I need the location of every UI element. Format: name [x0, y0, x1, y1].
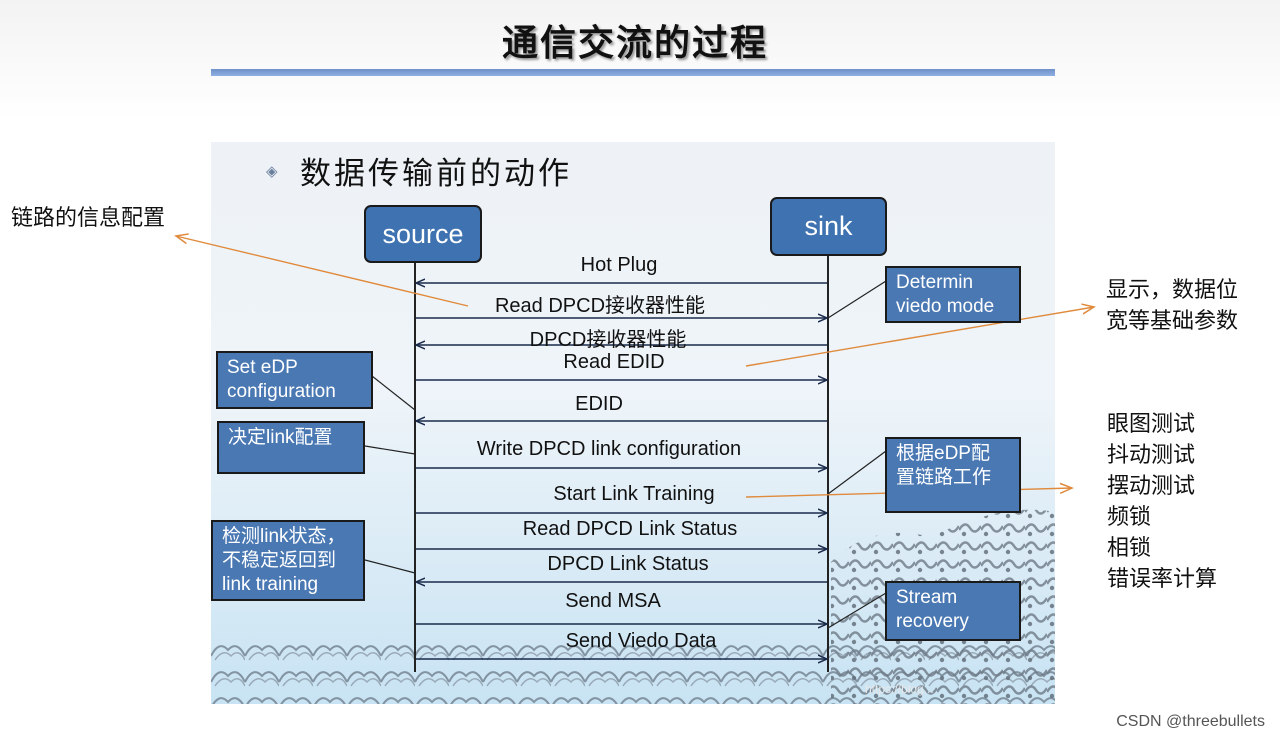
message-label: Send Viedo Data: [565, 630, 717, 652]
message-label: Send MSA: [565, 590, 661, 612]
message-label: Hot Plug: [580, 254, 658, 276]
note-connector: [827, 592, 887, 629]
note-decide-link-config: 决定link配置: [217, 421, 365, 474]
callout-test-list: 眼图测试 抖动测试 摆动测试 频锁 相锁 错误率计算: [1107, 409, 1217, 595]
diamond-bullet-icon: ◈: [266, 162, 278, 180]
message-label: Read DPCD Link Status: [522, 518, 738, 540]
callout-arrow: [745, 307, 1094, 367]
note-stream-recovery: Stream recovery: [885, 581, 1021, 641]
header-background: [0, 0, 1280, 120]
message-label: Read EDID: [563, 351, 665, 373]
message-label: DPCD接收器性能: [529, 329, 687, 351]
title-divider: [211, 69, 1055, 76]
participant-sink: sink: [770, 197, 887, 256]
note-connector: [827, 280, 887, 319]
note-line: Stream: [896, 587, 958, 608]
callout-line: 错误率计算: [1107, 567, 1218, 592]
note-line: 置链路工作: [896, 467, 992, 488]
note-line: 决定link配置: [228, 427, 333, 448]
message-label: DPCD Link Status: [547, 553, 709, 575]
callout-line: 显示，数据位: [1106, 278, 1239, 303]
image-watermark-url: https://blog...: [865, 682, 934, 696]
note-connector: [364, 559, 416, 574]
participant-label: source: [382, 218, 464, 249]
note-set-edp-configuration: Set eDP configuration: [216, 351, 373, 409]
callout-line: 相锁: [1107, 536, 1152, 561]
note-connector: [371, 375, 416, 411]
note-line: 不稳定返回到: [222, 550, 337, 571]
page-watermark: CSDN @threebullets: [1116, 713, 1265, 730]
callout-arrow: [176, 236, 469, 307]
slide-heading: 数据传输前的动作: [300, 156, 572, 192]
callout-display-params: 显示，数据位 宽等基础参数: [1106, 275, 1238, 337]
note-line: viedo mode: [896, 296, 995, 317]
note-link-by-edp-config: 根据eDP配 置链路工作: [885, 437, 1021, 513]
note-determin-viedo-mode: Determin viedo mode: [885, 266, 1021, 323]
message-label: Start Link Training: [553, 483, 715, 505]
note-line: 根据eDP配: [896, 443, 990, 464]
message-label: Write DPCD link configuration: [476, 438, 742, 460]
callout-line: 抖动测试: [1107, 443, 1196, 468]
note-line: 检测link状态，: [222, 526, 346, 547]
callout-link-info-config: 链路的信息配置: [11, 203, 165, 234]
callout-line: 链路的信息配置: [11, 206, 166, 231]
participant-label: sink: [804, 211, 853, 241]
note-connector: [364, 445, 416, 455]
note-line: Determin: [896, 272, 974, 293]
participant-source: source: [364, 205, 482, 263]
callout-line: 眼图测试: [1107, 412, 1196, 437]
note-check-link-status: 检测link状态， 不稳定返回到 link training: [211, 520, 365, 601]
callout-line: 摆动测试: [1107, 474, 1196, 499]
note-line: configuration: [227, 381, 336, 402]
note-line: Set eDP: [227, 357, 298, 378]
note-connector: [827, 450, 887, 495]
note-line: recovery: [896, 611, 969, 632]
note-line: link training: [222, 574, 319, 595]
callout-line: 频锁: [1107, 505, 1152, 530]
message-label: EDID: [575, 393, 623, 415]
callout-line: 宽等基础参数: [1106, 309, 1239, 334]
page-title: 通信交流的过程: [501, 22, 768, 64]
message-label: Read DPCD接收器性能: [494, 295, 706, 317]
